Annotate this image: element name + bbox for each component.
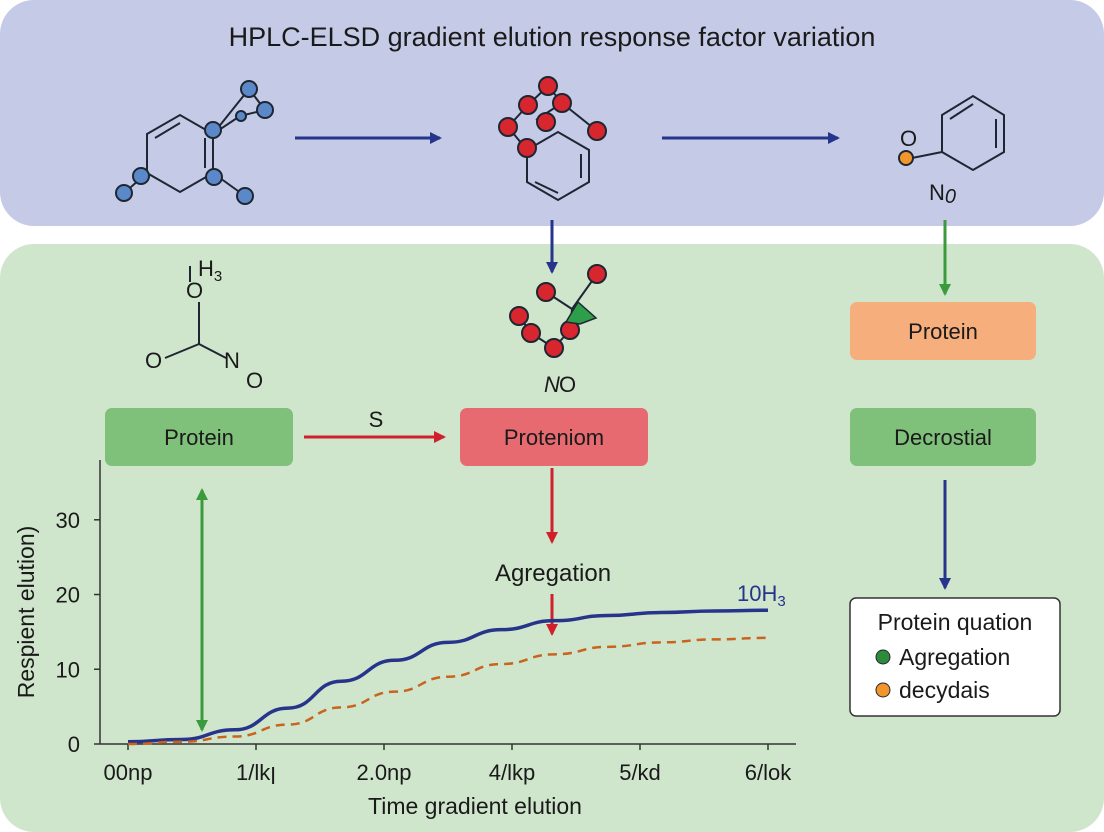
- molecule-5-icon: [509, 264, 607, 358]
- x-tick-label: 4/lkp: [489, 760, 535, 785]
- box-proteniom-label: Proteniom: [504, 425, 604, 450]
- box-protein-left-label: Protein: [164, 425, 234, 450]
- series-0-label: 10H3: [737, 581, 786, 610]
- y-tick-label: 10: [56, 657, 80, 682]
- molecule-3-icon: [898, 94, 1005, 172]
- x-tick-label: 2.0np: [356, 760, 411, 785]
- mol5-nitrogen-label: N: [544, 372, 560, 397]
- box-protein-right-label: Protein: [908, 319, 978, 344]
- response-chart: 0 10 20 30 00np 1/lkן 2.0np 4/lkp 5/kd 6/lokTime …: [13, 460, 796, 819]
- series-1-line: [127, 636, 769, 746]
- top-panel: [0, 0, 1104, 226]
- box-decrostial: [850, 408, 1036, 466]
- y-tick-label: 30: [56, 508, 80, 533]
- mol4-oxygen-top-label: O: [186, 278, 203, 303]
- x-tick-label: 00np: [104, 760, 153, 785]
- y-axis-title: Respient elution): [13, 526, 39, 699]
- molecule-4-icon: [164, 266, 227, 359]
- box-protein-left: [105, 408, 293, 466]
- legend-item-1-swatch: [875, 682, 891, 698]
- arrow-label-agregation: Agregation: [495, 560, 611, 587]
- x-tick-label: 5/kd: [619, 760, 661, 785]
- x-axis-title: Time gradient elution: [368, 793, 582, 819]
- x-tick-label: 6/lok: [745, 760, 792, 785]
- mol5-oxygen-label: O: [559, 372, 576, 397]
- arrow-label-s: S: [369, 407, 384, 432]
- mol3-nitrogen-label: N0: [929, 180, 956, 208]
- mol4-oxygen-left-label: O: [145, 348, 162, 373]
- series-0-line: [127, 608, 769, 744]
- legend-box: [849, 597, 1061, 717]
- box-protein-right: [850, 302, 1036, 360]
- x-tick-label: 1/lkן: [236, 760, 276, 785]
- mol4-oxygen-right-label: O: [246, 368, 263, 393]
- legend-title: Protein quation: [878, 609, 1033, 635]
- y-tick-label: 0: [68, 732, 80, 757]
- legend-item-0-swatch: [875, 649, 891, 665]
- mol4-hydrogen-label: H3: [198, 256, 222, 285]
- box-proteniom: [460, 408, 648, 466]
- legend-item-1-label: decydais: [899, 677, 990, 703]
- diagram-title: HPLC-ELSD gradient elution response fact…: [229, 22, 876, 52]
- molecule-1-icon: [115, 80, 274, 205]
- mol4-nitrogen-label: N: [224, 348, 240, 373]
- mol3-oxygen-label: O: [900, 126, 917, 151]
- mol3-nitrogen-subscript: 0: [945, 186, 956, 208]
- mol4-hydrogen-subscript: 3: [214, 268, 222, 285]
- y-tick-label: 20: [56, 583, 80, 608]
- molecule-2-icon: [498, 76, 607, 202]
- legend-item-0-label: Agregation: [899, 644, 1010, 670]
- box-decrostial-label: Decrostial: [894, 425, 992, 450]
